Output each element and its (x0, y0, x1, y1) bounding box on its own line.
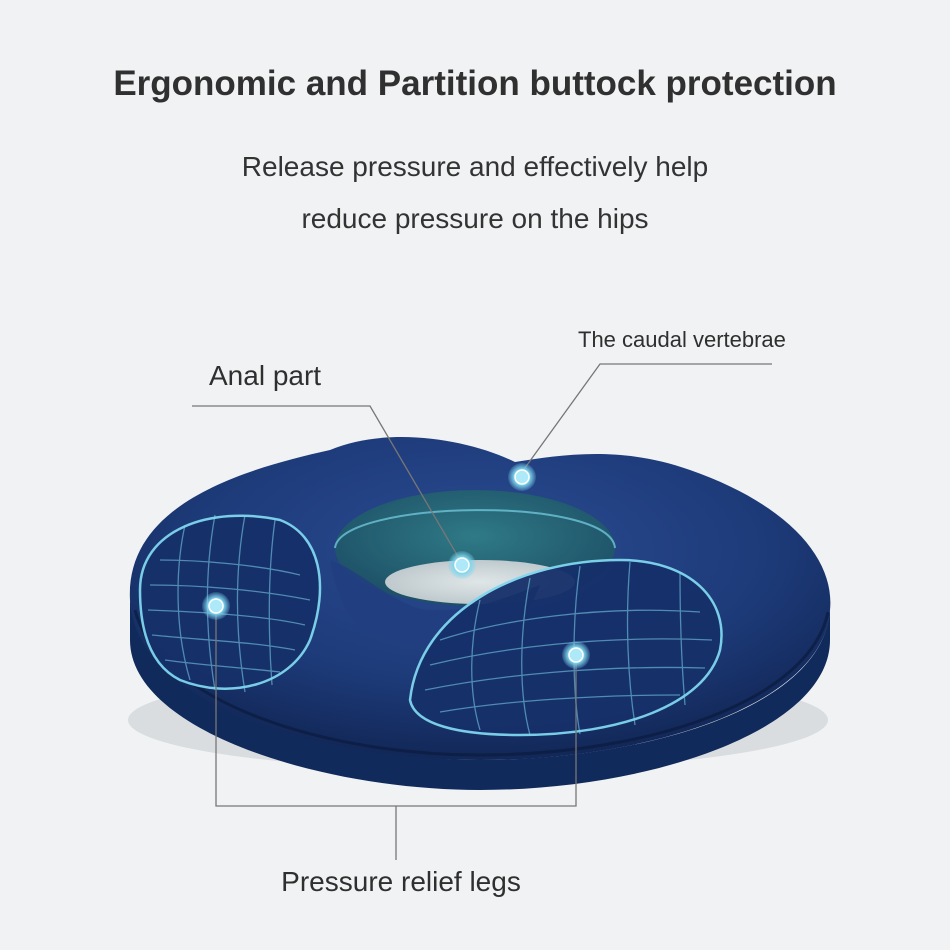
anal-point-icon (448, 551, 476, 579)
subtitle-line-1: Release pressure and effectively help (241, 151, 709, 182)
caudal-vertebrae-label: The caudal vertebrae (578, 327, 786, 352)
anal-part-label: Anal part (209, 360, 322, 391)
page-title: Ergonomic and Partition buttock protecti… (113, 64, 837, 103)
anal-part-leader (192, 405, 461, 561)
caudal-point-icon (508, 463, 536, 491)
pressure-relief-legs-label: Pressure relief legs (281, 866, 521, 897)
cushion-side (130, 595, 830, 790)
caudal-leader (521, 363, 772, 473)
subtitle-line-2: reduce pressure on the hips (301, 203, 649, 234)
left-leg-zone (138, 514, 322, 693)
left-leg-point-icon (202, 592, 230, 620)
center-hole-rim (334, 509, 616, 549)
right-leg-point-icon (562, 641, 590, 669)
